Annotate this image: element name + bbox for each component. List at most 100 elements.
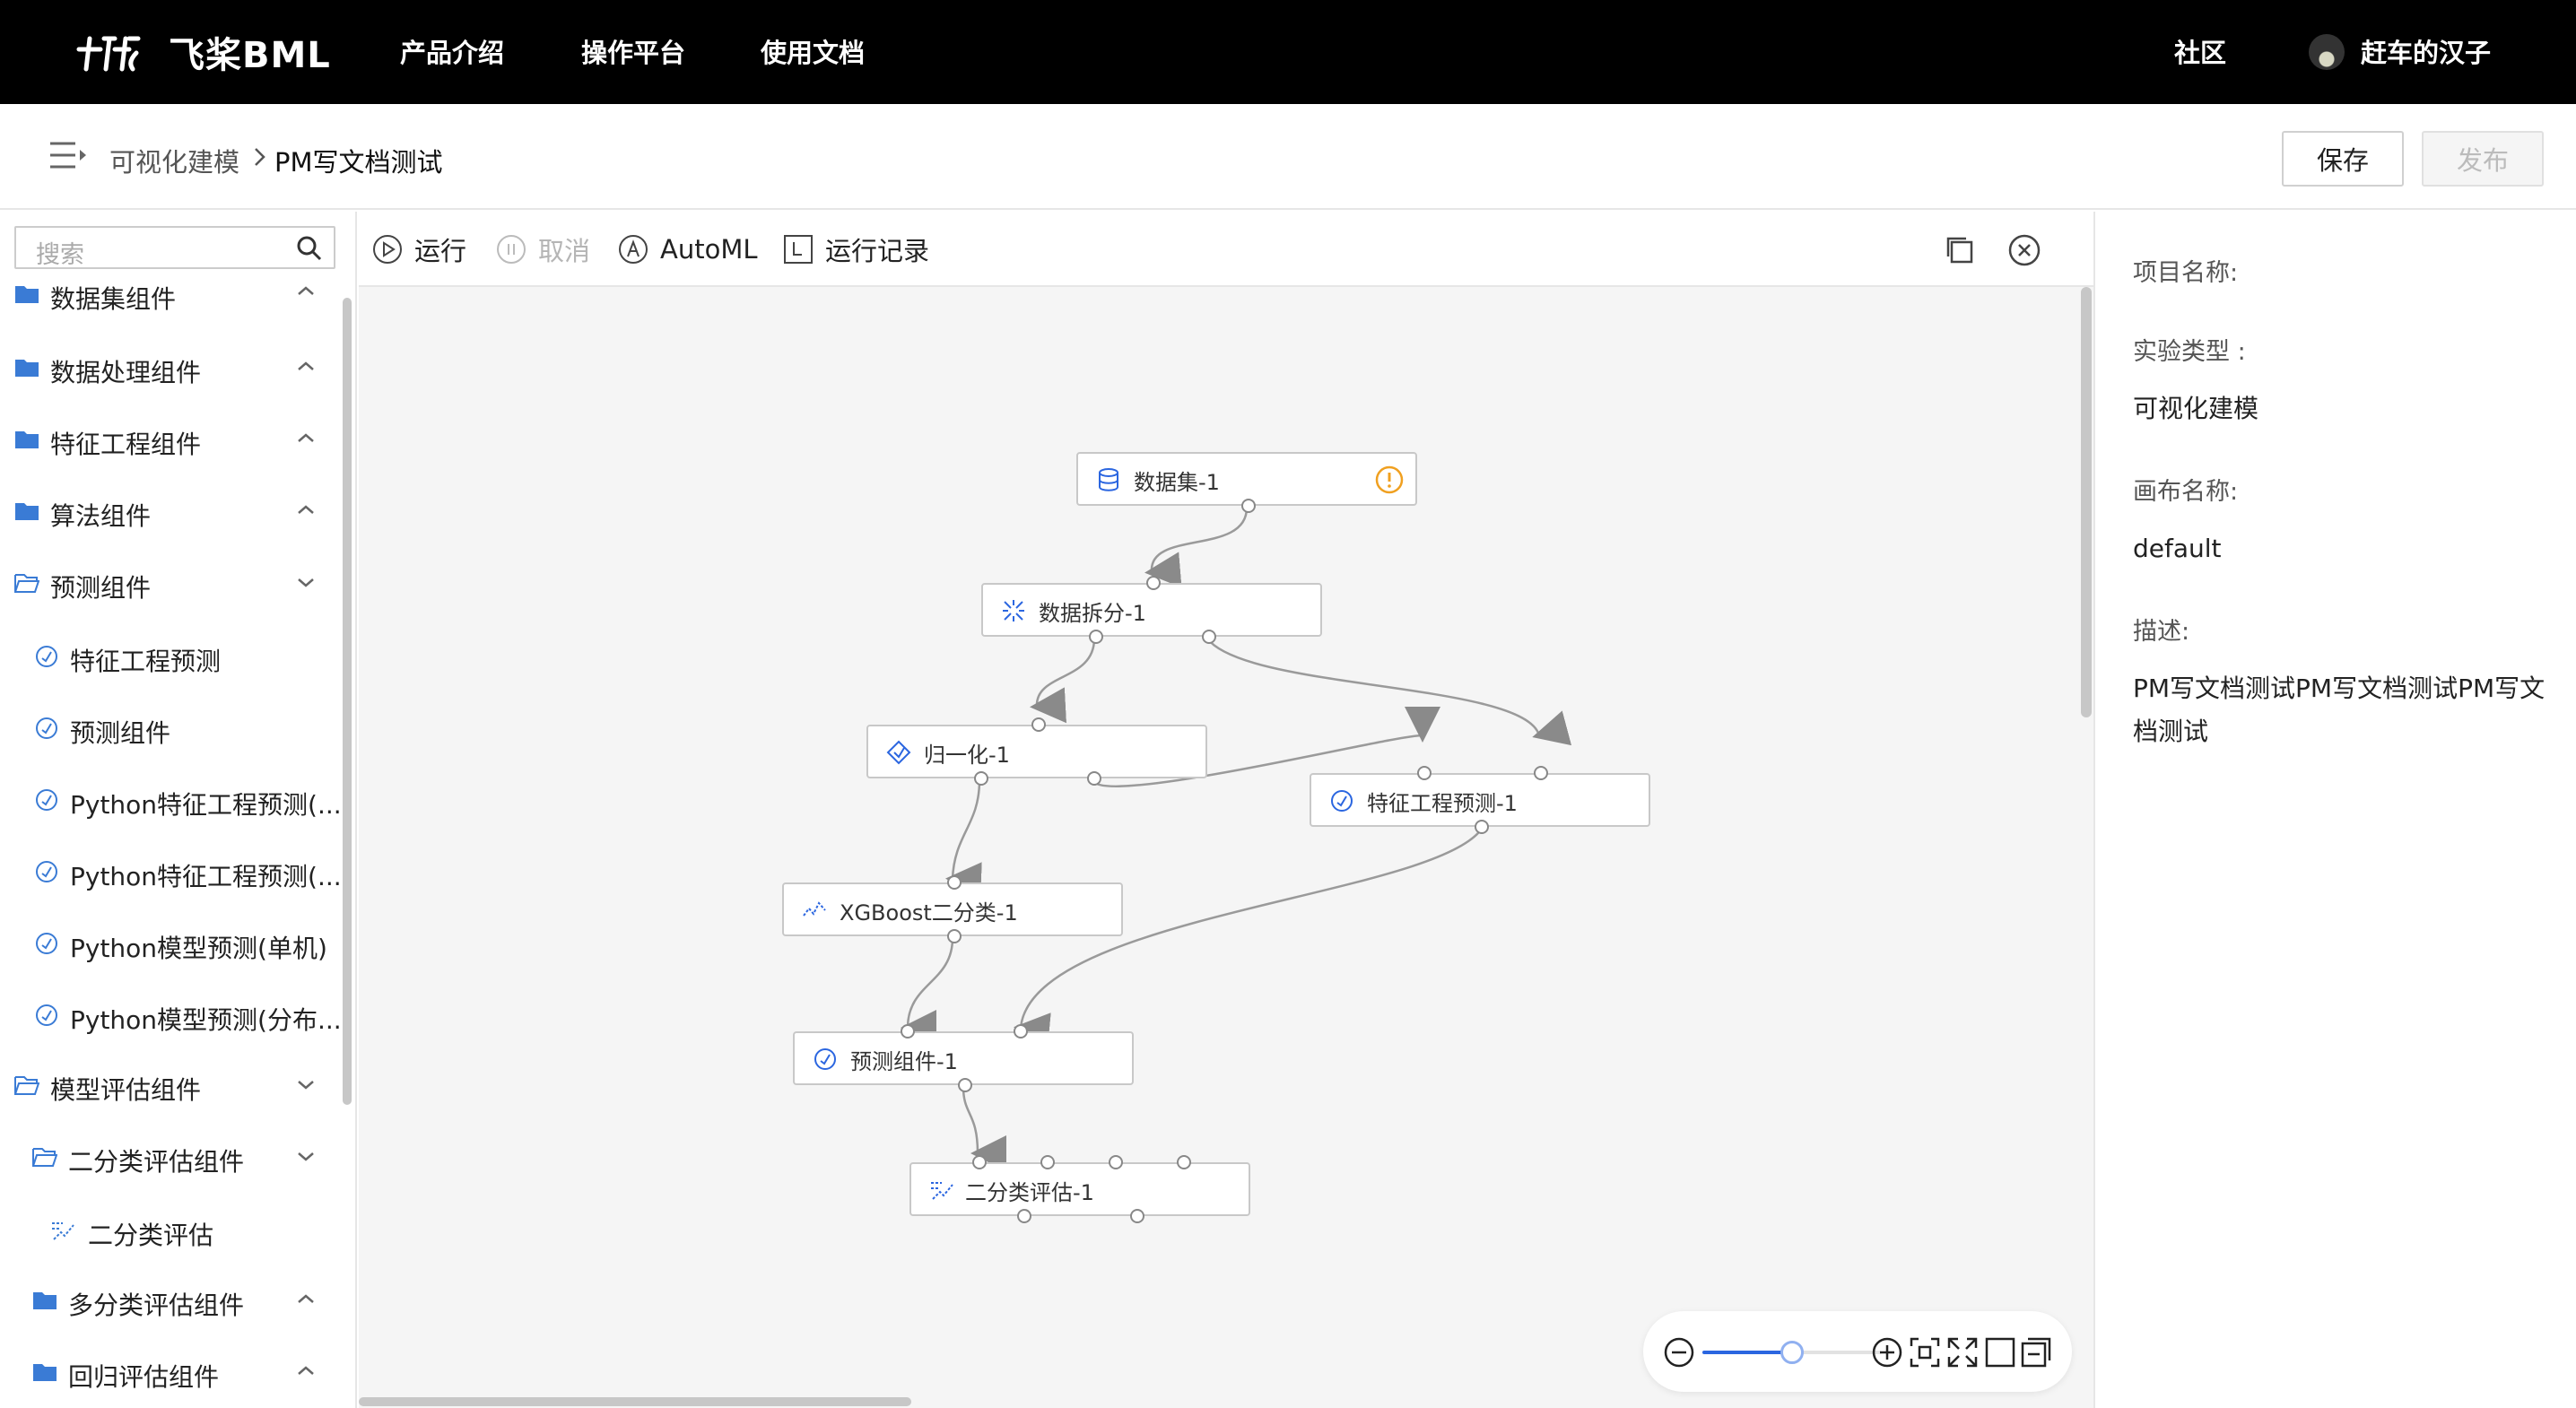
- chevron-up-icon[interactable]: [294, 499, 318, 522]
- tree-leaf-predict-component[interactable]: 预测组件: [0, 701, 341, 755]
- zoom-in-icon[interactable]: [1871, 1336, 1903, 1369]
- predict-gauge-icon: [36, 717, 57, 739]
- output-port[interactable]: [1202, 630, 1216, 644]
- input-port[interactable]: [1534, 766, 1548, 780]
- output-port[interactable]: [1241, 499, 1256, 513]
- input-port[interactable]: [901, 1024, 915, 1039]
- output-port[interactable]: [958, 1078, 972, 1092]
- predict-gauge-icon: [36, 646, 57, 667]
- tree-folder-multiclass-eval[interactable]: 多分类评估组件: [0, 1273, 341, 1327]
- run-button[interactable]: 运行: [371, 230, 466, 269]
- actual-size-icon[interactable]: [1984, 1336, 2016, 1369]
- input-port[interactable]: [1146, 576, 1161, 590]
- output-port[interactable]: [974, 771, 988, 786]
- nav-community[interactable]: 社区: [2174, 38, 2227, 68]
- chevron-down-icon[interactable]: [294, 1073, 318, 1096]
- node-xgboost[interactable]: XGBoost二分类-1: [782, 875, 1123, 943]
- tree-folder-model-eval[interactable]: 模型评估组件: [0, 1058, 341, 1112]
- node-label: 特征工程预测-1: [1367, 791, 1518, 816]
- copy-icon[interactable]: [1943, 233, 1977, 267]
- predict-gauge-icon: [36, 861, 57, 882]
- sidebar-scrollbar[interactable]: [343, 298, 352, 1105]
- cancel-button[interactable]: 取消: [495, 230, 590, 269]
- chevron-down-icon[interactable]: [294, 570, 318, 594]
- zoom-out-icon[interactable]: [1663, 1336, 1695, 1369]
- zoom-slider[interactable]: [1702, 1341, 1882, 1364]
- chevron-up-icon[interactable]: [294, 1360, 318, 1383]
- chevron-down-icon[interactable]: [294, 1144, 318, 1168]
- input-port[interactable]: [1417, 766, 1432, 780]
- input-port[interactable]: [1109, 1155, 1123, 1169]
- tree-item-label: 二分类评估: [88, 1221, 214, 1250]
- output-port[interactable]: [1087, 771, 1101, 786]
- tree-folder-dataset[interactable]: 数据集组件: [0, 269, 341, 323]
- nav-product-intro[interactable]: 产品介绍: [400, 38, 505, 68]
- tree-leaf-python-model-predict-distributed[interactable]: Python模型预测(分布...: [0, 988, 342, 1042]
- tree-folder-prediction[interactable]: 预测组件: [0, 556, 341, 610]
- canvas-vertical-scrollbar[interactable]: [2081, 287, 2092, 717]
- input-port[interactable]: [947, 875, 962, 890]
- tree-folder-regression-eval[interactable]: 回归评估组件: [0, 1345, 341, 1399]
- node-predict[interactable]: 预测组件-1: [793, 1024, 1134, 1092]
- chevron-up-icon[interactable]: [294, 355, 318, 378]
- input-port[interactable]: [1177, 1155, 1191, 1169]
- tree-leaf-feature-predict[interactable]: 特征工程预测: [0, 630, 341, 683]
- save-button[interactable]: 保存: [2282, 131, 2404, 187]
- fullscreen-icon[interactable]: [1946, 1336, 1979, 1369]
- chevron-up-icon[interactable]: [294, 427, 318, 450]
- logo-text: 飞桨BML: [169, 35, 331, 76]
- tree-leaf-python-feature-predict-1[interactable]: Python特征工程预测(...: [0, 773, 342, 827]
- run-history-button[interactable]: 运行记录: [782, 230, 929, 269]
- node-label: 预测组件-1: [850, 1049, 958, 1074]
- node-feature-predict[interactable]: 特征工程预测-1: [1310, 766, 1650, 834]
- canvas-toolbar: 运行 取消 AutoML 运行记录: [359, 212, 2093, 287]
- tree-leaf-binary-eval[interactable]: 二分类评估: [0, 1204, 341, 1257]
- chevron-up-icon[interactable]: [294, 280, 318, 303]
- nav-operation-platform[interactable]: 操作平台: [581, 38, 686, 68]
- folder-open-icon: [14, 574, 39, 593]
- input-port[interactable]: [972, 1155, 987, 1169]
- output-port[interactable]: [1475, 820, 1489, 834]
- tree-leaf-python-feature-predict-2[interactable]: Python特征工程预测(...: [0, 845, 342, 899]
- input-port[interactable]: [1040, 1155, 1055, 1169]
- close-circle-icon[interactable]: [2007, 233, 2041, 267]
- input-port[interactable]: [1031, 717, 1046, 732]
- tree-leaf-python-model-predict-single[interactable]: Python模型预测(单机): [0, 917, 341, 970]
- automl-button[interactable]: AutoML: [617, 230, 758, 269]
- play-icon: [373, 235, 402, 264]
- minimap-icon[interactable]: [2020, 1336, 2052, 1369]
- breadcrumb-chevron-icon: [255, 148, 265, 166]
- node-binary-eval[interactable]: 二分类评估-1: [909, 1155, 1250, 1223]
- tree-item-label: 回归评估组件: [68, 1362, 220, 1392]
- publish-button[interactable]: 发布: [2422, 131, 2544, 187]
- logo[interactable]: 飞桨BML: [74, 25, 331, 79]
- collapse-menu-icon[interactable]: [48, 140, 88, 170]
- nav-docs[interactable]: 使用文档: [761, 38, 866, 68]
- canvas-horizontal-scrollbar[interactable]: [359, 1397, 911, 1406]
- user-name[interactable]: 赶车的汉子: [2361, 38, 2492, 68]
- tree-folder-feature-engineering[interactable]: 特征工程组件: [0, 413, 341, 466]
- node-normalize[interactable]: 归一化-1: [866, 717, 1207, 786]
- tree-folder-algorithm[interactable]: 算法组件: [0, 484, 341, 538]
- workflow-canvas[interactable]: 数据集-1 数据拆分-1 归一化-1 特征工程预测-1 XGBoost二分类-1: [359, 287, 2093, 1408]
- search-input[interactable]: 搜索: [14, 226, 335, 269]
- normalize-icon: [886, 740, 911, 765]
- chevron-up-icon[interactable]: [294, 1288, 318, 1311]
- zoom-slider-thumb[interactable]: [1780, 1341, 1804, 1364]
- user-avatar[interactable]: [2309, 34, 2345, 70]
- search-icon[interactable]: [296, 235, 323, 262]
- tree-folder-binary-eval[interactable]: 二分类评估组件: [0, 1130, 341, 1184]
- tree-folder-data-processing[interactable]: 数据处理组件: [0, 341, 341, 395]
- warning-icon[interactable]: [1374, 465, 1405, 495]
- output-port[interactable]: [1017, 1209, 1031, 1223]
- tree-item-label: Python特征工程预测(...: [70, 862, 342, 891]
- output-port[interactable]: [1130, 1209, 1144, 1223]
- output-port[interactable]: [1089, 630, 1103, 644]
- node-dataset[interactable]: 数据集-1: [1076, 452, 1417, 513]
- edge-xgboost-predict: [901, 937, 954, 1047]
- node-data-split[interactable]: 数据拆分-1: [981, 576, 1322, 644]
- input-port[interactable]: [1014, 1024, 1028, 1039]
- breadcrumb-root[interactable]: 可视化建模: [109, 147, 240, 178]
- output-port[interactable]: [947, 929, 962, 943]
- fit-view-icon[interactable]: [1909, 1336, 1941, 1369]
